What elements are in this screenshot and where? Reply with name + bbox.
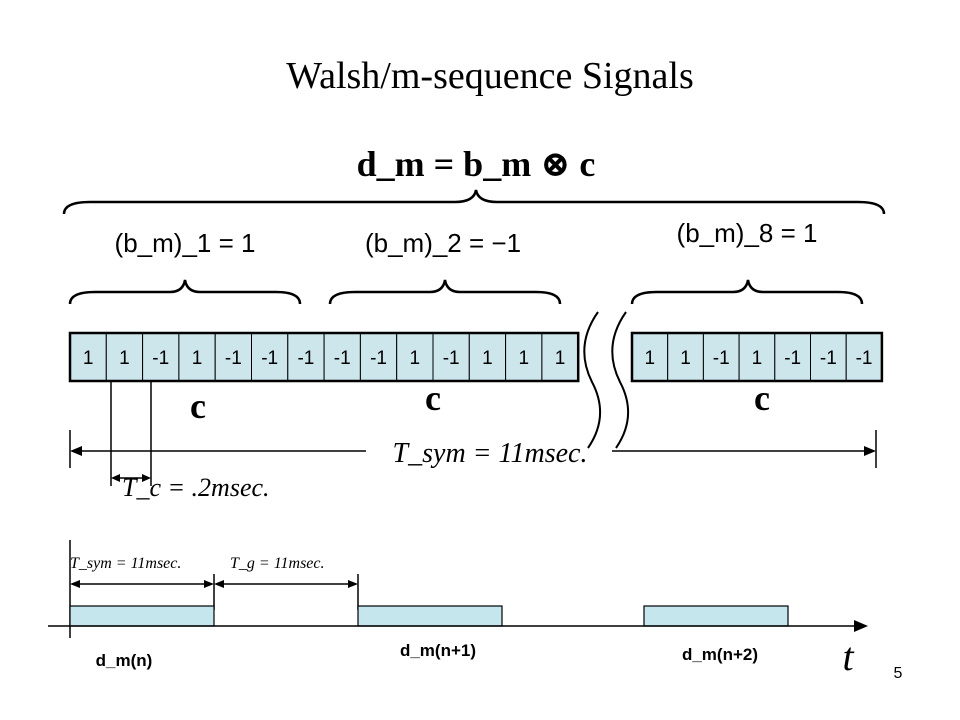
pulse-n-plus-1 [357,605,503,627]
chip-value: -1 [713,348,730,369]
code-label-1: c [190,386,206,426]
pulse-n [69,605,215,627]
chip-value: 1 [555,348,566,369]
tc-arrowhead-left [111,474,120,482]
chip-value: -1 [856,348,873,369]
chip-value: 1 [645,348,656,369]
tc-label: T_c = .2msec. [122,473,270,502]
pulse-label-n: d_m(n) [96,651,153,670]
time-axis-arrowhead [854,620,868,632]
bit-label-1: (b_m)_1 = 1 [115,228,256,258]
chip-sequence-a: 1 1 -1 1 -1 -1 -1 -1 -1 1 -1 1 1 1 [68,331,580,383]
main-equation: d_m = b_m ⊗ c [357,144,596,184]
chip-value: 1 [119,348,130,369]
break-mark-left [583,311,602,449]
chip-cell [396,332,434,382]
chip-value: 1 [752,348,763,369]
time-axis-label: t [842,634,854,679]
chip-value: 1 [482,348,493,369]
tg-small-arrowhead-left [214,580,224,588]
page-number: 5 [894,665,903,682]
tsym-small-arrowhead-right [204,580,214,588]
chip-sequence-b: 1 1 -1 1 -1 -1 -1 [630,331,884,383]
chip-value: -1 [152,348,169,369]
chip-value: -1 [443,348,460,369]
tsym-small-arrowhead-left [70,580,80,588]
chip-value: 1 [680,348,691,369]
code-label-3: c [754,378,770,418]
code-label-2: c [425,378,441,418]
pulse-label-n-plus-2: d_m(n+2) [682,645,758,664]
chip-value: -1 [820,348,837,369]
tsym-arrowhead-right [864,446,876,456]
chip-cell [105,332,144,382]
chip-value: -1 [261,348,278,369]
top-brace [62,189,886,215]
pulse-label-n-plus-1: d_m(n+1) [400,641,476,660]
chip-value: -1 [225,348,242,369]
tc-arrowhead-right [142,474,151,482]
chip-cell [468,332,507,382]
brace-block-3 [630,279,864,305]
bit-label-2: (b_m)_2 = −1 [365,228,521,258]
brace-block-1 [68,279,302,305]
break-mark-right [611,311,630,449]
chip-cell [323,332,361,382]
chip-cell [251,332,289,382]
chip-value: 1 [518,348,529,369]
tsym-label: T_sym = 11msec. [393,438,588,469]
tsym-small-label: T_sym = 11msec. [70,555,181,572]
chip-value: -1 [334,348,351,369]
chip-value: 1 [83,348,94,369]
tg-small-arrowhead-right [348,580,358,588]
chip-value: -1 [297,348,314,369]
chip-value: -1 [784,348,801,369]
tg-small-label: T_g = 11msec. [230,555,325,572]
slide-title: Walsh/m-sequence Signals [286,55,693,97]
chip-frame-a [68,331,580,383]
brace-block-2 [328,279,562,305]
tsym-arrowhead-left [70,446,82,456]
chip-value: 1 [192,348,203,369]
chip-frame-b [630,331,884,383]
pulse-n-plus-2 [643,605,789,627]
chip-value: -1 [370,348,387,369]
chip-value: 1 [410,348,421,369]
bit-label-8: (b_m)_8 = 1 [677,218,818,248]
chip-cell [631,332,669,382]
